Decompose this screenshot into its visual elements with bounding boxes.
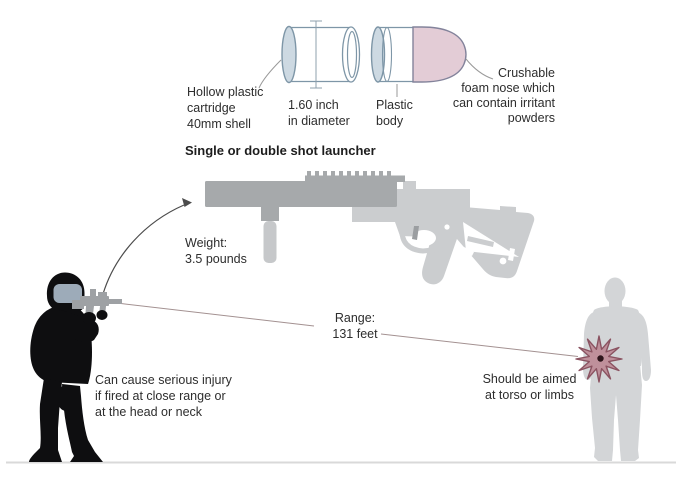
- range-line: [120, 303, 579, 357]
- trigger: [412, 226, 419, 240]
- impact-starburst: [575, 335, 623, 383]
- diameter-label: 1.60 inch in diameter: [288, 98, 350, 128]
- weight-arrow: [102, 198, 192, 295]
- range-label: Range: 131 feet: [332, 311, 378, 341]
- cartridge-illustration: [281, 20, 361, 89]
- launcher-illustration: [205, 171, 535, 285]
- foam-nose-label: Crushable foam nose which can contain ir…: [452, 66, 555, 125]
- warning-label: Can cause serious injury if fired at clo…: [95, 373, 232, 419]
- shell-rim: [281, 25, 297, 84]
- launcher-barrel: [205, 171, 405, 221]
- projectile-illustration: [370, 26, 467, 83]
- cartridge-label: Hollow plastic cartridge 40mm shell: [187, 85, 264, 131]
- projectile-rim: [370, 26, 386, 83]
- launcher-title: Single or double shot launcher: [185, 143, 376, 158]
- weight-label: Weight: 3.5 pounds: [185, 236, 247, 266]
- target-head: [604, 277, 626, 305]
- launcher-foregrip: [263, 221, 277, 263]
- foam-nose: [412, 26, 467, 83]
- stock-cutouts: [444, 222, 519, 265]
- aim-label: Should be aimed at torso or limbs: [482, 372, 577, 402]
- officer-silhouette: [29, 272, 103, 462]
- target-person-silhouette: [583, 277, 651, 461]
- leader-lines: [258, 58, 494, 97]
- visor: [53, 284, 82, 303]
- plastic-body-label: Plastic body: [376, 98, 413, 128]
- officer-hands: [82, 310, 108, 324]
- impact-center-dot: [597, 355, 604, 362]
- diameter-measure-line: [310, 20, 322, 89]
